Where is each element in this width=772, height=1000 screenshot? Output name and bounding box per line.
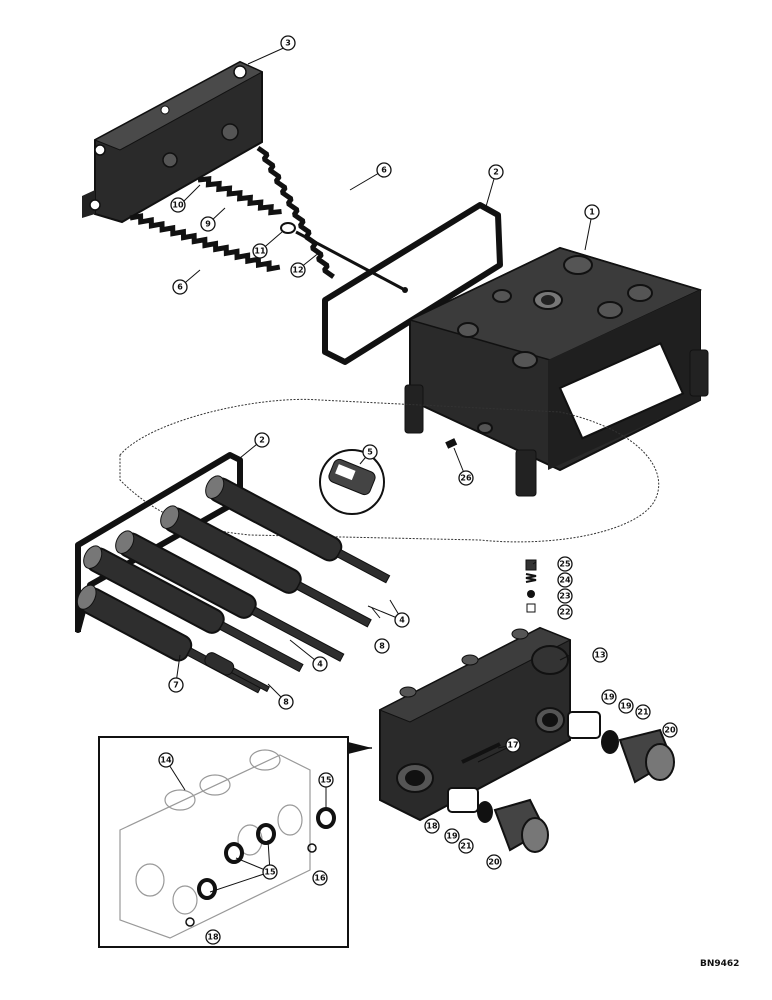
callout-24: 24 xyxy=(557,572,573,588)
svg-text:22: 22 xyxy=(559,608,570,617)
callout-21-lower: 21 xyxy=(458,838,474,854)
callout-19-upper-b: 19 xyxy=(618,698,634,714)
gasket-upper xyxy=(322,202,503,365)
callout-8-lower: 8 xyxy=(278,694,294,710)
callout-20-lower: 20 xyxy=(486,854,502,870)
callouts: 3 6 2 1 10 9 11 12 6 2 5 26 25 24 23 22 … xyxy=(158,35,678,945)
callout-25: 25 xyxy=(557,556,573,572)
callout-23: 23 xyxy=(557,588,573,604)
svg-text:7: 7 xyxy=(173,681,179,690)
check-valve-parts xyxy=(525,559,537,613)
svg-text:19: 19 xyxy=(446,832,458,841)
callout-4-upper: 4 xyxy=(394,612,410,628)
cover-plate xyxy=(82,60,264,224)
callout-4-lower: 4 xyxy=(312,656,328,672)
plug xyxy=(445,438,458,449)
callout-11: 11 xyxy=(252,243,268,259)
callout-2-upper: 2 xyxy=(488,164,504,180)
svg-text:5: 5 xyxy=(367,448,373,457)
callout-16: 16 xyxy=(312,870,328,886)
callout-1: 1 xyxy=(584,204,600,220)
svg-text:19: 19 xyxy=(603,693,615,702)
callout-9: 9 xyxy=(200,216,216,232)
washer xyxy=(280,222,296,234)
callout-3: 3 xyxy=(280,35,296,51)
callout-15-b: 15 xyxy=(262,864,278,880)
detent-pin xyxy=(204,652,270,693)
callout-12: 12 xyxy=(290,262,306,278)
svg-text:10: 10 xyxy=(172,201,184,210)
callout-8-upper: 8 xyxy=(374,638,390,654)
callout-15-a: 15 xyxy=(318,772,334,788)
svg-text:12: 12 xyxy=(292,266,303,275)
bolt xyxy=(461,742,501,764)
spring-large-lower xyxy=(129,213,281,272)
svg-text:2: 2 xyxy=(493,168,499,177)
fitting-lower xyxy=(447,787,549,853)
callout-17: 17 xyxy=(505,737,521,753)
svg-text:15: 15 xyxy=(320,776,332,785)
svg-text:18: 18 xyxy=(426,822,438,831)
callout-6-lower: 6 xyxy=(172,279,188,295)
svg-text:8: 8 xyxy=(379,642,385,651)
rod xyxy=(295,230,406,292)
callout-18-inset: 18 xyxy=(205,929,221,945)
valve-spools xyxy=(76,475,391,694)
inset-detail xyxy=(98,736,372,948)
svg-text:8: 8 xyxy=(283,698,289,707)
svg-text:4: 4 xyxy=(399,616,405,625)
svg-text:16: 16 xyxy=(314,874,326,883)
callout-18-lower: 18 xyxy=(424,818,440,834)
valve-housing xyxy=(404,246,709,497)
svg-text:1: 1 xyxy=(589,208,595,217)
svg-text:6: 6 xyxy=(381,166,387,175)
callout-5: 5 xyxy=(362,444,378,460)
callout-10: 10 xyxy=(170,197,186,213)
svg-text:6: 6 xyxy=(177,283,183,292)
callout-22: 22 xyxy=(557,604,573,620)
svg-text:9: 9 xyxy=(205,220,211,229)
callout-20-upper: 20 xyxy=(662,722,678,738)
callout-2-lower: 2 xyxy=(254,432,270,448)
callout-21-upper: 21 xyxy=(635,704,651,720)
callout-13: 13 xyxy=(592,647,608,663)
fitting-upper xyxy=(567,711,675,784)
svg-text:21: 21 xyxy=(460,842,472,851)
spring-large-upper xyxy=(256,145,335,279)
callout-6-upper: 6 xyxy=(376,162,392,178)
callout-7: 7 xyxy=(168,677,184,693)
svg-text:20: 20 xyxy=(488,858,500,867)
svg-text:23: 23 xyxy=(559,592,570,601)
svg-text:18: 18 xyxy=(207,933,219,942)
detail-circle xyxy=(319,449,385,515)
callout-19-upper-a: 19 xyxy=(601,689,617,705)
svg-text:2: 2 xyxy=(259,436,265,445)
svg-text:13: 13 xyxy=(594,651,605,660)
callout-14: 14 xyxy=(158,752,174,768)
svg-text:26: 26 xyxy=(460,474,472,483)
svg-text:4: 4 xyxy=(317,660,323,669)
svg-text:21: 21 xyxy=(637,708,649,717)
svg-text:25: 25 xyxy=(559,560,571,569)
svg-text:14: 14 xyxy=(160,756,172,765)
svg-text:19: 19 xyxy=(620,702,632,711)
svg-text:11: 11 xyxy=(254,247,266,256)
svg-text:24: 24 xyxy=(559,576,571,585)
svg-text:3: 3 xyxy=(285,39,291,48)
svg-text:20: 20 xyxy=(664,726,676,735)
valve-body xyxy=(378,626,572,822)
svg-text:15: 15 xyxy=(264,868,276,877)
valve-group-outline xyxy=(119,398,660,543)
spring-small xyxy=(197,176,282,216)
svg-text:17: 17 xyxy=(507,741,518,750)
callout-19-lower: 19 xyxy=(444,828,460,844)
callout-26: 26 xyxy=(458,470,474,486)
figure-id: BN9462 xyxy=(700,959,739,969)
